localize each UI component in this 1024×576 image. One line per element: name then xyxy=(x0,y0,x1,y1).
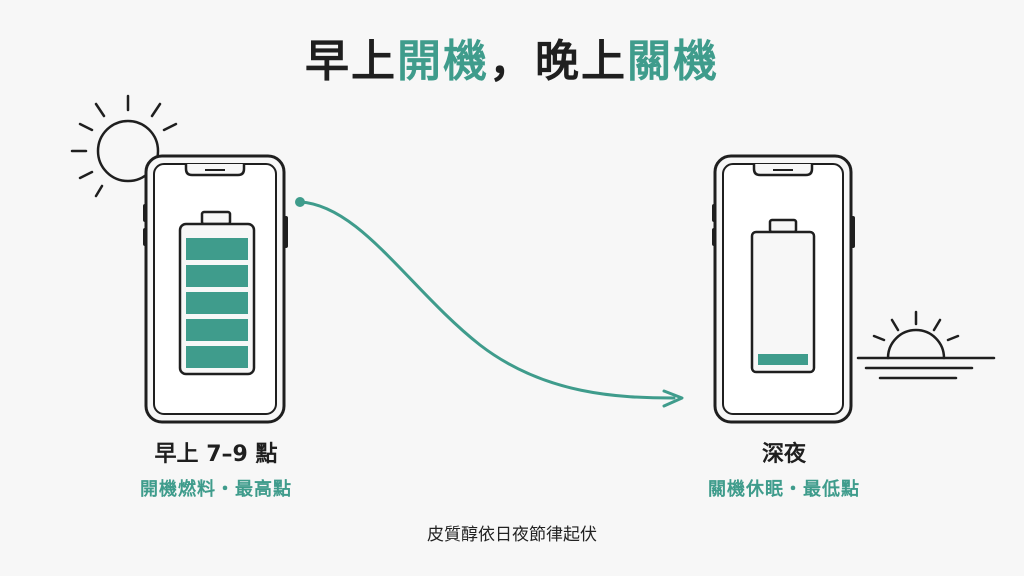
battery-icon-morning xyxy=(178,210,256,376)
morning-caption: 早上 7–9 點 開機燃料・最高點 xyxy=(86,440,346,504)
page-title: 早上開機，晚上關機 xyxy=(0,34,1024,90)
arrow-icon xyxy=(295,197,684,408)
battery-segment xyxy=(186,346,248,368)
battery-segment xyxy=(186,238,248,260)
battery-segment xyxy=(186,292,248,314)
title-part-off: 關機 xyxy=(627,36,719,87)
night-time-label: 深夜 xyxy=(761,442,806,467)
sun-icon xyxy=(70,94,178,198)
title-part-evening: ，晚上 xyxy=(489,36,627,87)
morning-description: 開機燃料・最高點 xyxy=(140,479,292,500)
morning-time-label: 早上 7–9 點 xyxy=(154,442,278,467)
title-part-morning: 早上 xyxy=(305,36,397,87)
sunset-icon xyxy=(856,310,996,380)
battery-segment xyxy=(758,354,808,365)
battery-icon-night xyxy=(750,218,816,374)
night-description: 關機休眠・最低點 xyxy=(708,479,860,500)
night-caption: 深夜 關機休眠・最低點 xyxy=(654,440,914,504)
footer-note: 皮質醇依日夜節律起伏 xyxy=(427,525,597,545)
battery-segment xyxy=(186,319,248,341)
battery-segment xyxy=(186,265,248,287)
title-part-on: 開機 xyxy=(397,36,489,87)
